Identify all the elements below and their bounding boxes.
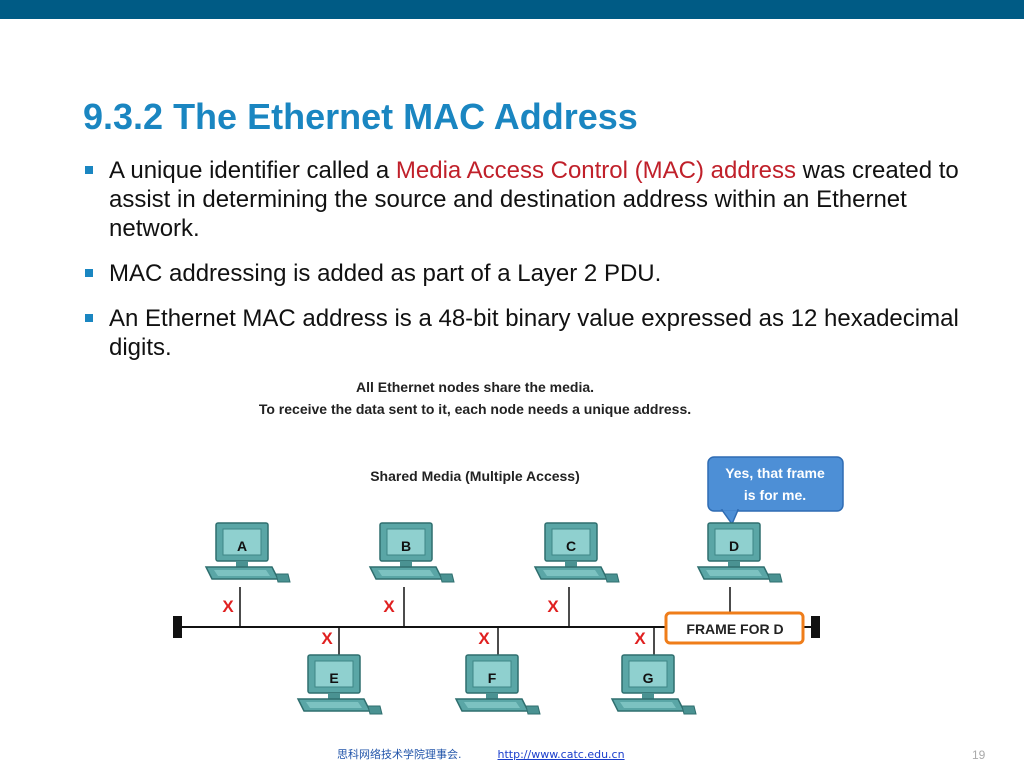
bullet-text: An Ethernet MAC address is a 48-bit bina… [109, 305, 959, 361]
reject-mark-a: X [222, 597, 234, 616]
footer: 思科网络技术学院理事会. http://www.catc.edu.cn [337, 746, 625, 762]
node-label: D [729, 538, 739, 554]
node-label: G [643, 670, 654, 686]
callout-line1: Yes, that frame [725, 465, 825, 481]
callout-line2: is for me. [744, 487, 806, 503]
bullet-icon [85, 166, 93, 174]
bullet-list: A unique identifier called a Media Acces… [83, 156, 983, 378]
highlighted-term: Media Access Control (MAC) address [395, 157, 797, 184]
bullet-text: MAC addressing is added as part of a Lay… [109, 260, 662, 287]
reject-mark-f: X [478, 629, 490, 648]
computer-node-b: B [369, 522, 455, 583]
shared-media-label: Shared Media (Multiple Access) [370, 468, 580, 484]
reject-mark-c: X [547, 597, 559, 616]
diagram-caption-line1: All Ethernet nodes share the media. [356, 379, 594, 395]
reject-mark-e: X [321, 629, 333, 648]
computer-node-e: E [297, 654, 383, 715]
slide-title: 9.3.2 The Ethernet MAC Address [83, 96, 638, 137]
reject-mark-g: X [634, 629, 646, 648]
top-bar [0, 0, 1024, 19]
bullet-icon [85, 314, 93, 322]
node-label: C [566, 538, 576, 554]
node-label: E [329, 670, 338, 686]
frame-for-d-box: FRAME FOR D [664, 611, 805, 645]
bullet-text-continued: was created to assist in determining the… [109, 157, 959, 242]
bullet-item: An Ethernet MAC address is a 48-bit bina… [83, 304, 983, 362]
node-label: F [488, 670, 497, 686]
footer-url-link[interactable]: http://www.catc.edu.cn [497, 748, 625, 761]
bullet-item: MAC addressing is added as part of a Lay… [83, 259, 983, 288]
computer-node-d: D [697, 522, 783, 583]
node-label: A [237, 538, 247, 554]
bullet-item: A unique identifier called a Media Acces… [83, 156, 983, 243]
bullet-icon [85, 269, 93, 277]
computer-node-c: C [534, 522, 620, 583]
node-label: B [401, 538, 411, 554]
computer-node-a: A [205, 522, 291, 583]
computer-node-g: G [611, 654, 697, 715]
page-number: 19 [972, 748, 986, 762]
bus-terminator-right [811, 616, 820, 638]
bullet-text: A unique identifier called a [109, 157, 396, 184]
diagram-caption-line2: To receive the data sent to it, each nod… [259, 401, 691, 417]
bus-terminator-left [173, 616, 182, 638]
frame-label: FRAME FOR D [686, 621, 783, 637]
computer-node-f: F [455, 654, 541, 715]
callout-bubble: Yes, that frame is for me. [707, 456, 844, 526]
reject-mark-b: X [383, 597, 395, 616]
footer-org: 思科网络技术学院理事会. [337, 748, 462, 761]
